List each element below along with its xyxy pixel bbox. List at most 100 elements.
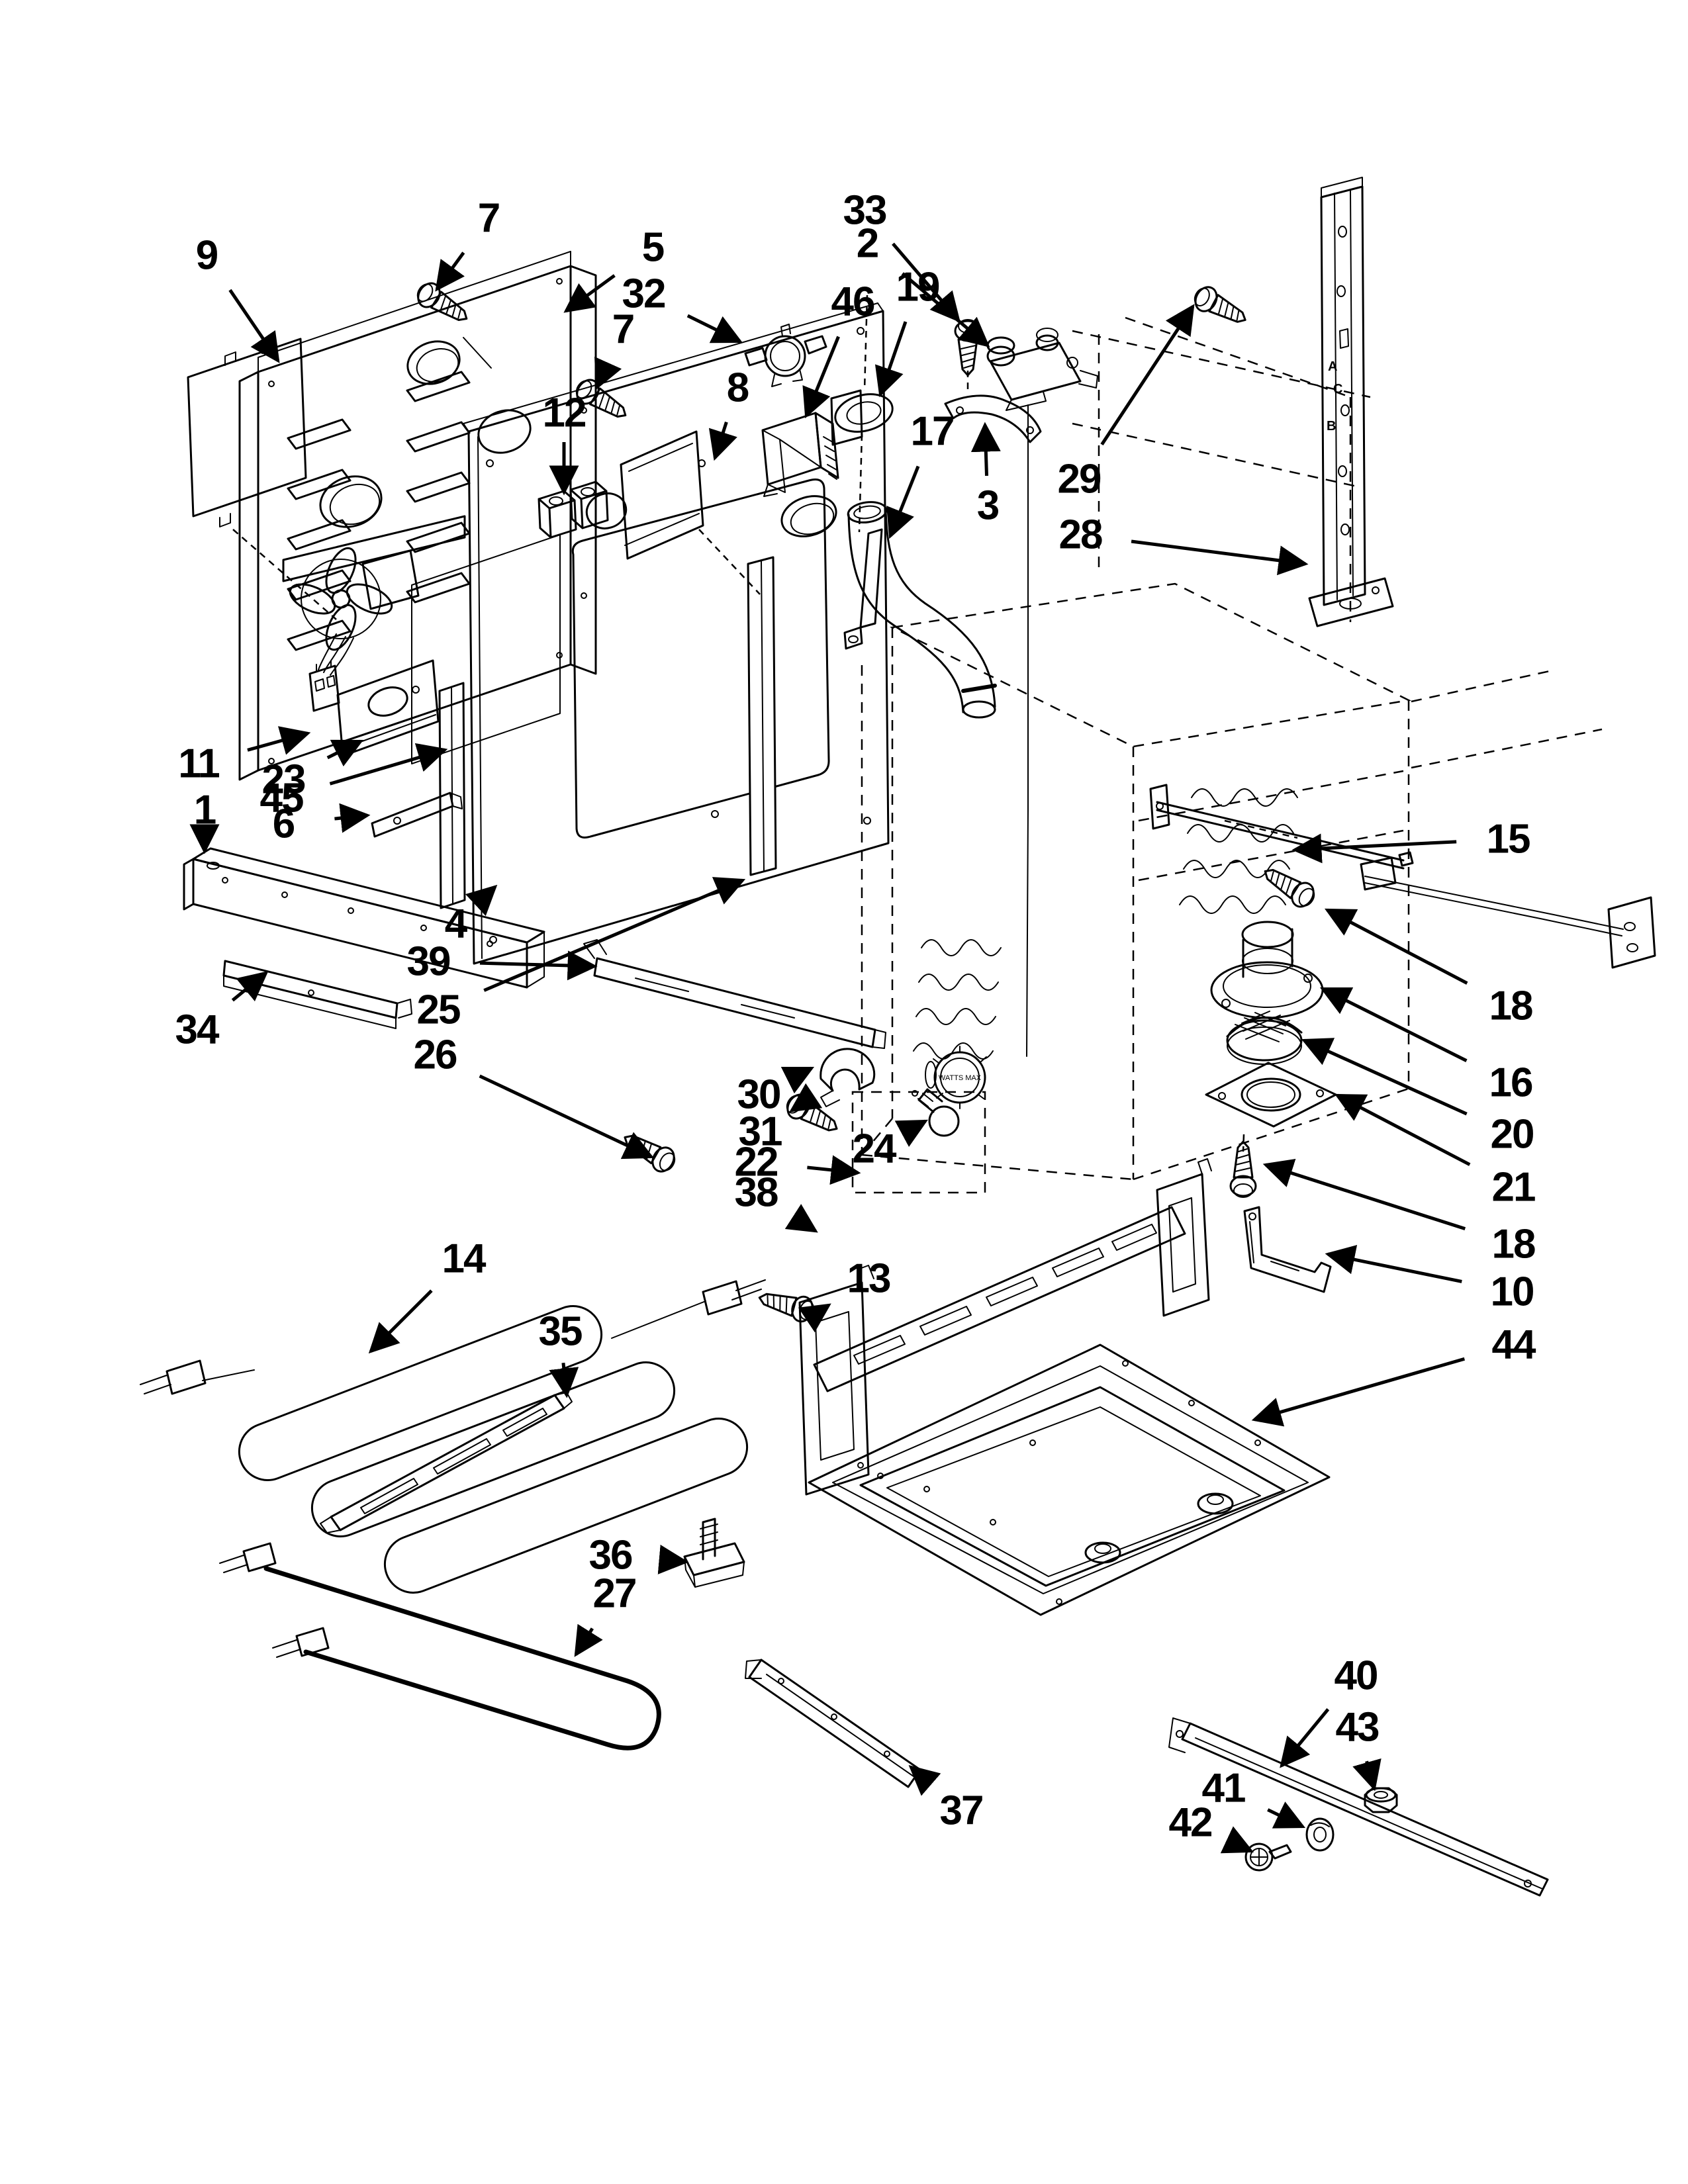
callout-arrow-34	[231, 971, 269, 1002]
callout-arrow-42	[1220, 1826, 1254, 1854]
callout-number-42: 42	[1169, 1800, 1212, 1846]
callout-arrow-4	[465, 884, 498, 917]
callout-27: 27	[574, 1571, 637, 1657]
callout-35: 35	[539, 1309, 583, 1398]
callout-arrow-17	[886, 465, 920, 539]
callout-number-45: 45	[260, 776, 303, 821]
callout-arrow-44	[1251, 1357, 1466, 1427]
callout-23: 23	[262, 739, 364, 803]
callout-arrow-11	[247, 726, 311, 755]
callout-arrow-30	[780, 1066, 815, 1094]
base-pan-44	[808, 1343, 1331, 1616]
callout-5: 5	[563, 225, 665, 313]
callout-number-6: 6	[273, 801, 295, 847]
callout-arrow-14	[368, 1289, 433, 1354]
callout-number-23: 23	[262, 757, 305, 803]
callout-number-38: 38	[735, 1170, 778, 1216]
callout-46: 46	[802, 279, 876, 419]
valve-bracket-3	[944, 394, 1042, 443]
callout-21: 21	[1335, 1093, 1536, 1210]
screw-31-icon	[781, 1089, 845, 1141]
callout-30: 30	[737, 1066, 815, 1118]
callout-number-39: 39	[407, 939, 450, 985]
callout-arrow-43	[1352, 1758, 1382, 1792]
callout-number-11: 11	[178, 741, 219, 787]
callout-arrow-32	[686, 314, 743, 343]
callout-42: 42	[1169, 1800, 1254, 1854]
callout-arrow-7	[435, 251, 465, 292]
back-panel	[238, 251, 597, 781]
callout-number-16: 16	[1489, 1060, 1532, 1106]
callout-arrow-40	[1280, 1708, 1330, 1768]
callout-26: 26	[414, 1032, 655, 1160]
base-rail-39	[583, 939, 886, 1049]
callout-number-4: 4	[445, 901, 468, 947]
callout-11: 11	[178, 726, 311, 787]
bracket-10	[1243, 1206, 1332, 1293]
callout-7: 7	[435, 196, 500, 292]
callout-arrow-24	[894, 1119, 928, 1148]
bulb-24	[912, 1088, 960, 1137]
trim-strip-45	[438, 682, 466, 909]
callout-number-21: 21	[1492, 1165, 1535, 1210]
callout-arrow-22	[807, 1155, 861, 1185]
callout-number-2: 2	[857, 221, 878, 267]
callout-18: 18	[1325, 908, 1534, 1029]
callout-number-34: 34	[175, 1007, 220, 1053]
callout-number-13: 13	[847, 1256, 890, 1302]
callout-number-24: 24	[853, 1126, 897, 1172]
callout-arrow-6	[334, 803, 371, 833]
callout-arrow-3	[970, 422, 1001, 476]
callout-number-43: 43	[1336, 1705, 1379, 1751]
bracket-marking-A: A	[1328, 359, 1337, 374]
callout-45: 45	[260, 743, 448, 821]
callout-number-32: 32	[622, 271, 665, 317]
callout-arrow-45	[329, 743, 448, 786]
hidden-burner-box-ghost	[1072, 316, 1371, 622]
callout-number-1: 1	[194, 788, 216, 833]
callout-7: 7	[594, 307, 635, 390]
callout-2: 2	[857, 221, 990, 347]
callout-3: 3	[970, 422, 1001, 529]
callout-arrow-10	[1325, 1245, 1462, 1283]
callout-number-18: 18	[1492, 1222, 1535, 1267]
callout-number-27: 27	[593, 1571, 636, 1617]
callout-32: 32	[622, 271, 743, 343]
callout-arrow-16	[1319, 987, 1468, 1062]
callout-number-22: 22	[735, 1140, 778, 1185]
callout-number-10: 10	[1491, 1269, 1534, 1315]
callout-arrow-29	[1100, 304, 1195, 446]
callout-36: 36	[589, 1533, 689, 1578]
nut-43-icon	[1364, 1787, 1398, 1813]
callout-arrow-35	[549, 1363, 579, 1398]
bracket-marking-B: B	[1327, 419, 1336, 433]
callout-number-7: 7	[612, 307, 633, 353]
vent-elbow-17	[843, 501, 997, 719]
callout-number-14: 14	[442, 1236, 487, 1282]
callout-number-17: 17	[911, 409, 954, 455]
callout-arrow-41	[1267, 1801, 1306, 1829]
callout-arrow-23	[326, 739, 364, 767]
callout-number-7: 7	[478, 196, 499, 242]
callout-14: 14	[368, 1236, 488, 1354]
callout-number-15: 15	[1487, 817, 1530, 862]
callout-39: 39	[407, 939, 598, 985]
callout-22: 22	[735, 1140, 861, 1185]
screw-18-lower-icon	[1229, 1140, 1257, 1199]
callout-25: 25	[417, 877, 746, 1033]
callout-arrow-5	[563, 274, 616, 313]
mesh-cap-20	[1226, 1011, 1303, 1065]
screw-29-icon	[1189, 281, 1252, 332]
callout-44: 44	[1251, 1322, 1538, 1427]
deflector-34	[222, 960, 412, 1029]
screw-26-icon	[617, 1125, 680, 1177]
callout-number-30: 30	[737, 1072, 780, 1118]
callout-16: 16	[1319, 987, 1534, 1106]
callout-number-25: 25	[417, 987, 460, 1033]
screw-7-leader	[463, 337, 492, 369]
element-27	[219, 1542, 661, 1751]
drawer-rail-37	[745, 1659, 921, 1788]
